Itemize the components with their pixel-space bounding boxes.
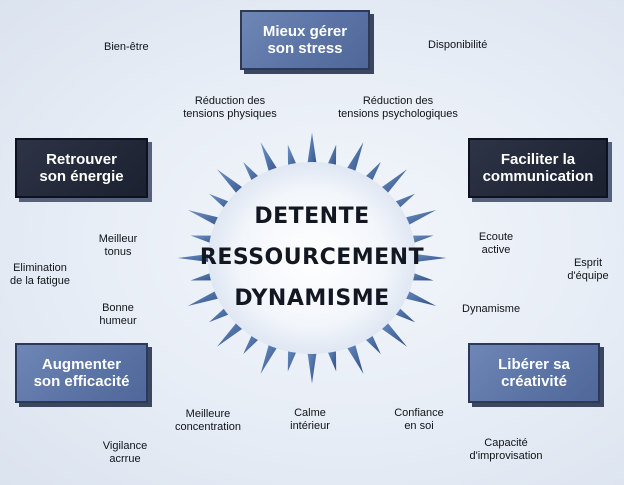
star-spike bbox=[260, 339, 280, 374]
box-retrouver-energie: Retrouver son énergie bbox=[15, 138, 148, 198]
box-left-upper-line1: Retrouver bbox=[46, 150, 117, 168]
box-liberer-creativite: Libérer sa créativité bbox=[468, 343, 600, 403]
star-spike bbox=[260, 142, 280, 177]
label-meilleure-concentration: Meilleure concentration bbox=[174, 408, 242, 434]
label-ecoute-active: Ecoute active bbox=[478, 231, 514, 257]
star-spike bbox=[408, 253, 447, 263]
box-mieux-gerer-stress: Mieux gérer son stress bbox=[240, 10, 370, 70]
star-spike bbox=[306, 348, 318, 384]
star-core bbox=[208, 162, 416, 354]
label-esprit-equipe: Esprit d'équipe bbox=[567, 257, 609, 283]
box-augmenter-efficacite: Augmenter son efficacité bbox=[15, 343, 148, 403]
box-right-lower-line2: créativité bbox=[501, 373, 567, 390]
label-confiance-en-soi: Confiance en soi bbox=[394, 407, 444, 433]
center-line-dynamisme: DYNAMISME bbox=[234, 286, 390, 311]
box-left-lower-line2: son efficacité bbox=[33, 373, 130, 390]
label-vigilance-accrue: Vigilance acrrue bbox=[102, 440, 148, 466]
box-right-upper-line2: communication bbox=[482, 168, 594, 185]
label-reduction-psycho: Réduction des tensions psychologiques bbox=[338, 95, 458, 121]
box-top-line2: son stress bbox=[267, 40, 343, 57]
star-spike bbox=[177, 253, 216, 263]
label-disponibilite: Disponibilité bbox=[428, 39, 488, 51]
box-left-upper-line2: son énergie bbox=[39, 168, 124, 185]
label-meilleur-tonus: Meilleur tonus bbox=[98, 233, 138, 259]
label-capacite-improvisation: Capacité d'improvisation bbox=[469, 437, 543, 463]
label-dynamisme: Dynamisme bbox=[462, 303, 521, 315]
box-faciliter-communication: Faciliter la communication bbox=[468, 138, 608, 198]
center-line-detente: DETENTE bbox=[254, 204, 370, 229]
label-reduction-physiques: Réduction des tensions physiques bbox=[183, 95, 277, 121]
starburst bbox=[177, 132, 447, 384]
label-elimination-fatigue: Elimination de la fatigue bbox=[10, 262, 70, 288]
center-line-ressourcement: RESSOURCEMENT bbox=[199, 245, 425, 270]
star-spike bbox=[306, 132, 318, 168]
box-right-upper-line1: Faciliter la bbox=[500, 150, 576, 168]
label-bonne-humeur: Bonne humeur bbox=[99, 302, 137, 328]
star-spike bbox=[344, 142, 364, 177]
label-bien-etre: Bien-être bbox=[104, 41, 149, 53]
star-spike bbox=[344, 339, 364, 374]
label-calme-interieur: Calme intérieur bbox=[290, 407, 330, 433]
box-left-lower-line1: Augmenter bbox=[41, 355, 122, 373]
box-top-line1: Mieux gérer bbox=[262, 22, 348, 40]
box-right-lower-line1: Libérer sa bbox=[498, 355, 570, 373]
